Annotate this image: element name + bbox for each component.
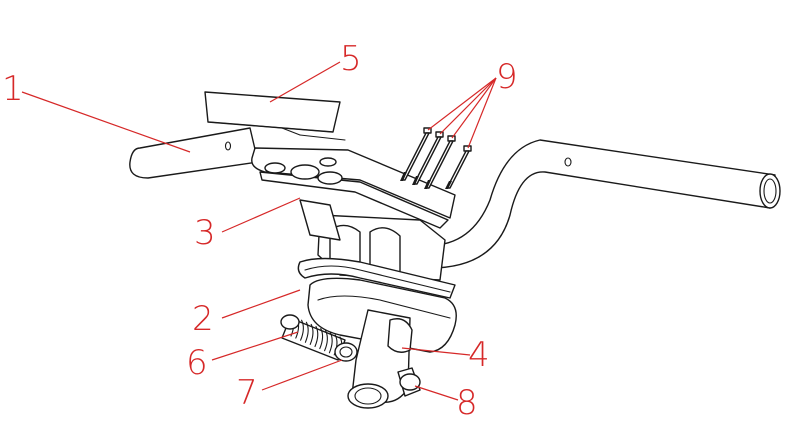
vertical-post	[347, 309, 413, 409]
leader-9d	[467, 77, 497, 149]
screw	[400, 127, 432, 181]
callout-2: 2	[192, 299, 214, 339]
callout-labels: 1 2 3 4 5 6 7 8 9	[2, 39, 518, 423]
callout-9: 9	[496, 57, 518, 97]
leader-8	[414, 385, 459, 401]
callout-7: 7	[236, 373, 258, 413]
screw	[424, 135, 456, 189]
screw	[412, 131, 444, 185]
leader-3	[221, 197, 301, 233]
leader-7	[261, 359, 343, 391]
spring-coil	[300, 319, 304, 341]
leader-9b	[439, 77, 497, 135]
spring-clip	[297, 257, 456, 299]
spring-coil	[304, 321, 309, 343]
screws	[400, 127, 472, 189]
callout-8: 8	[456, 383, 478, 423]
leader-6	[211, 331, 299, 361]
callout-5: 5	[340, 39, 362, 79]
spring-coil	[309, 323, 314, 345]
screw	[445, 145, 472, 189]
cover-plate	[204, 91, 341, 133]
handlebar	[129, 127, 781, 269]
spring-coil	[319, 328, 324, 350]
spring-coil	[314, 325, 319, 348]
callout-4: 4	[468, 335, 490, 375]
callout-3: 3	[194, 213, 216, 253]
spring-coil	[328, 332, 333, 354]
leader-4	[401, 347, 471, 356]
leader-2	[221, 289, 301, 319]
leader-1	[21, 91, 191, 153]
washer	[334, 342, 358, 362]
leader-5	[269, 61, 341, 103]
leader-9c	[451, 77, 497, 139]
mount-plate	[251, 127, 456, 229]
leader-9a	[427, 77, 497, 131]
spring-coil	[324, 330, 328, 352]
leader-lines	[21, 61, 497, 401]
callout-1: 1	[2, 69, 24, 109]
callout-6: 6	[186, 343, 208, 383]
